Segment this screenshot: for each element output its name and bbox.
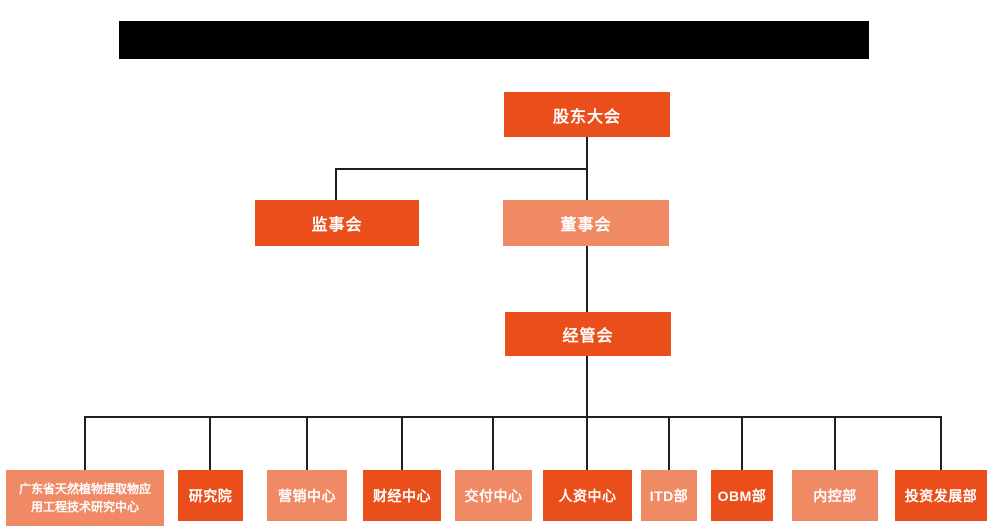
org-node-shareholders-meeting: 股东大会 xyxy=(504,92,670,137)
connector-line xyxy=(84,417,86,470)
org-node-delivery-center: 交付中心 xyxy=(455,470,532,521)
org-node-marketing-center: 营销中心 xyxy=(267,470,347,521)
connector-line xyxy=(586,417,588,470)
org-node-board-of-directors: 董事会 xyxy=(503,200,669,246)
connector-line xyxy=(940,417,942,470)
redacted-title-bar xyxy=(119,21,869,59)
connector-line xyxy=(834,417,836,470)
org-node-investment-development-department: 投资发展部 xyxy=(895,470,987,521)
connector-line xyxy=(306,417,308,470)
connector-line xyxy=(84,416,942,418)
org-node-itd-department: ITD部 xyxy=(641,470,697,521)
connector-line xyxy=(586,246,588,312)
connector-line xyxy=(335,168,588,170)
org-node-supervisory-board: 监事会 xyxy=(255,200,419,246)
org-node-hr-center: 人资中心 xyxy=(543,470,632,521)
org-node-research-institute: 研究院 xyxy=(178,470,243,521)
connector-line xyxy=(741,417,743,470)
connector-line xyxy=(335,168,337,200)
connector-line xyxy=(209,417,211,470)
org-node-internal-control-department: 内控部 xyxy=(792,470,878,521)
org-node-obm-department: OBM部 xyxy=(711,470,773,521)
connector-line xyxy=(586,356,588,418)
org-node-management-committee: 经管会 xyxy=(505,312,671,356)
org-node-finance-center: 财经中心 xyxy=(363,470,441,521)
connector-line xyxy=(401,417,403,470)
connector-line xyxy=(492,417,494,470)
connector-line xyxy=(668,417,670,470)
org-node-guangdong-plant-extract-research-center: 广东省天然植物提取物应用工程技术研究中心 xyxy=(6,470,164,526)
